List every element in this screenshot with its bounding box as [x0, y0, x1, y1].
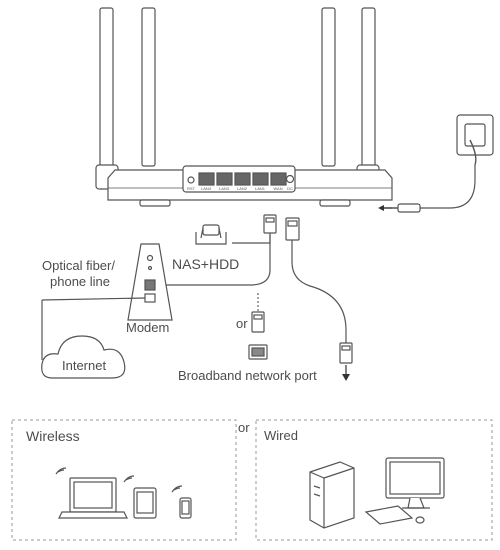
reset-button [187, 176, 195, 184]
pc-tower [309, 461, 355, 529]
or-label-middle: or [238, 420, 250, 435]
optical-fiber-label-line2: phone line [50, 274, 110, 290]
antenna-left-inner [141, 7, 156, 167]
modem-cable [160, 235, 271, 286]
port-label-lan3: LAN3 [219, 186, 230, 191]
router-ports [198, 172, 287, 186]
mouse [415, 516, 425, 524]
tablet-icon [133, 487, 157, 519]
wireless-label: Wireless [26, 428, 80, 444]
nas-label: NAS+HDD [172, 256, 240, 272]
wifi-icon-laptop [55, 467, 67, 475]
wifi-icon-phone [171, 485, 183, 493]
router-icon [95, 7, 393, 207]
laptop-icon [58, 477, 128, 519]
or-label-top: or [236, 316, 248, 331]
ethernet-plug-lan [263, 214, 277, 234]
ethernet-plug-wan [285, 217, 300, 241]
port-label-dc: DC [287, 186, 293, 191]
cloud-icon [41, 335, 126, 379]
ethernet-plug-bottom [339, 342, 353, 364]
wired-box [255, 419, 493, 541]
antenna-right-inner [321, 7, 336, 167]
optical-fiber-label-line1: Optical fiber/ [42, 258, 115, 273]
ethernet-plug-or [251, 311, 265, 333]
power-adapter-icon [380, 114, 494, 213]
optical-fiber-label: Optical fiber/ phone line [42, 258, 115, 291]
power-cable [420, 165, 476, 209]
port-label-lan1: LAN1 [255, 186, 266, 191]
wired-label: Wired [264, 428, 298, 443]
nas-hdd-icon [195, 224, 227, 245]
wifi-icons [55, 467, 183, 493]
optical-line [41, 297, 146, 301]
keyboard [364, 505, 414, 525]
wireless-box [11, 419, 237, 541]
port-label-wan: WAN [273, 186, 282, 191]
antenna-left-outer [99, 7, 114, 174]
port-label-rst: RST [187, 186, 196, 191]
broadband-port-icon [248, 344, 268, 360]
broadband-port-label: Broadband network port [178, 368, 317, 383]
down-arrow [342, 374, 350, 381]
antenna-right-outer [361, 7, 376, 174]
dc-jack [285, 174, 295, 184]
modem-label: Modem [126, 320, 170, 335]
internet-label: Internet [62, 358, 107, 373]
desktop-computer-icon [309, 457, 445, 529]
power-arrow [378, 205, 384, 211]
port-label-lan2: LAN2 [237, 186, 248, 191]
modem-icon [127, 243, 173, 321]
port-label-lan4: LAN4 [201, 186, 212, 191]
wifi-icon-tablet [123, 475, 135, 483]
phone-icon [179, 497, 192, 519]
wan-cable-broadband [291, 240, 347, 345]
